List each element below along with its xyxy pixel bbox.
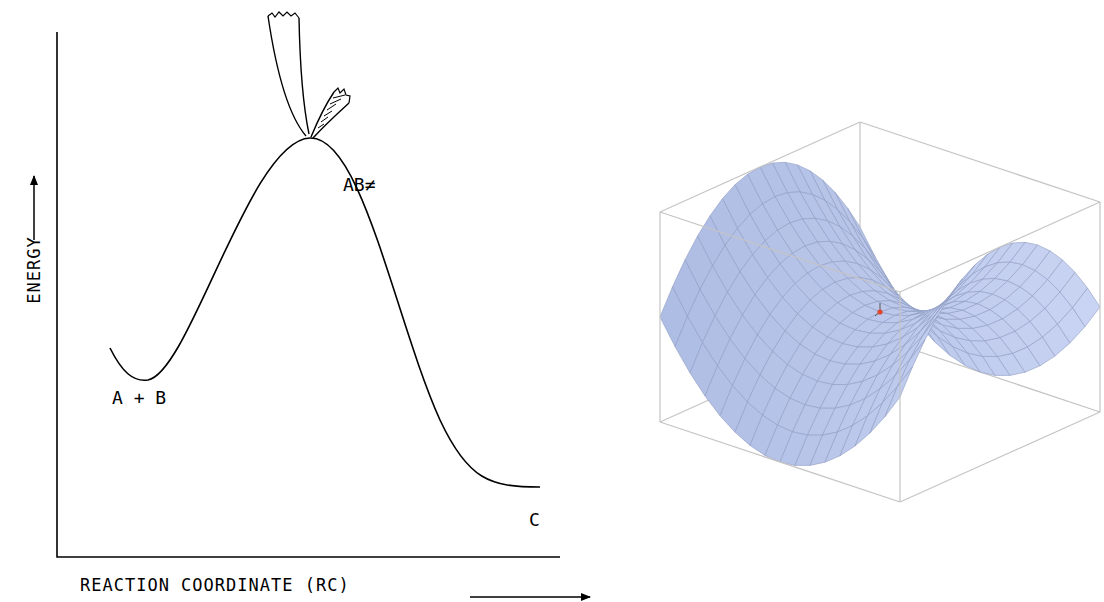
ribbon — [311, 92, 349, 138]
state-label: A + B — [112, 389, 166, 407]
ribbon — [268, 16, 309, 136]
box-edge — [660, 122, 860, 212]
surface-patch — [898, 340, 926, 387]
ribbon-edge — [268, 12, 299, 18]
box-edge — [899, 292, 900, 502]
surface-patch — [923, 296, 951, 336]
box-edge — [900, 412, 1100, 502]
axes — [57, 32, 560, 557]
axis-arrow — [470, 596, 590, 598]
surface-patch — [855, 403, 883, 446]
saddle-point — [877, 309, 882, 314]
energy-curve — [110, 138, 540, 487]
surface-patch — [920, 298, 948, 331]
box-edge — [900, 202, 1100, 292]
surface-patch — [973, 247, 1001, 274]
box-edge — [660, 422, 900, 502]
box-edge — [860, 122, 1100, 202]
surface-patch — [885, 367, 913, 417]
state-label: C — [529, 511, 540, 529]
axis-arrow — [33, 176, 35, 240]
saddle-surface — [660, 122, 1100, 502]
box-edge — [660, 212, 900, 292]
axis-title: REACTION COORDINATE (RC) — [80, 577, 350, 594]
surface-patch — [910, 316, 938, 359]
box-edge — [1099, 202, 1100, 412]
surface-patch — [870, 386, 898, 433]
ribbon-hatch — [318, 95, 345, 128]
box-edge — [659, 212, 660, 422]
axis-title: ENERGY — [26, 236, 43, 303]
state-label: AB≠ — [343, 176, 376, 194]
